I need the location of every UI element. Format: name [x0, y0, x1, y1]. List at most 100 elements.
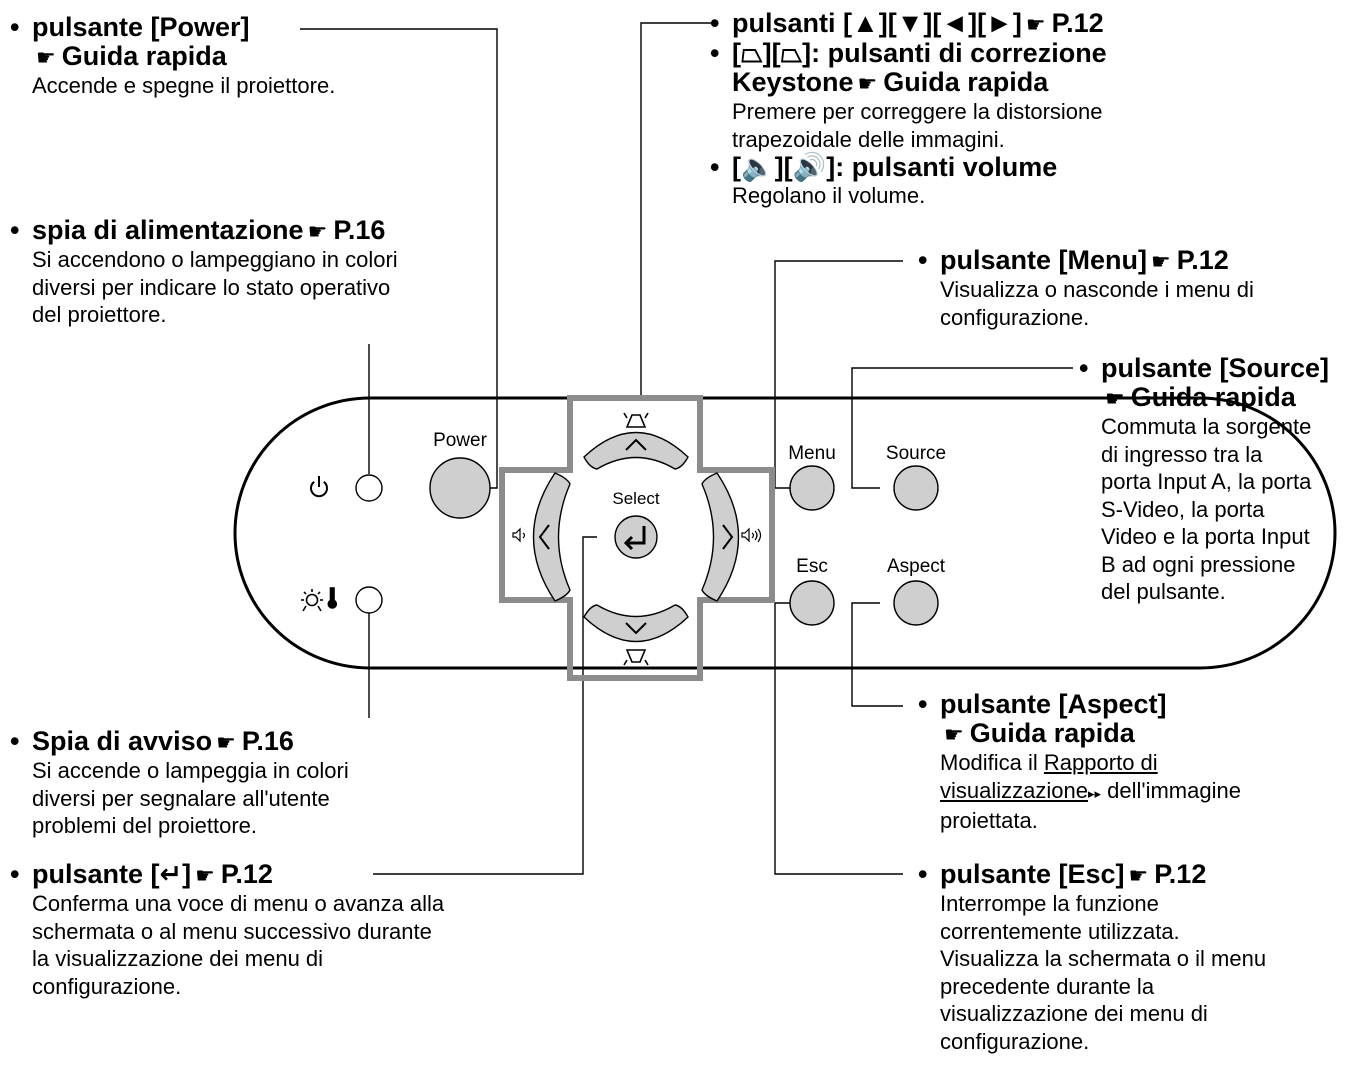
glossary-marker-icon: ▸▸	[1087, 785, 1102, 801]
power-callout-title: pulsante [Power]	[32, 12, 250, 42]
source-desc-line: S-Video, la porta	[1101, 496, 1265, 522]
enter-callout-title: pulsante [↵]	[32, 859, 192, 889]
enter-desc-line: schermata o al menu successivo durante	[32, 918, 432, 944]
warning-light-callout-ref[interactable]: P.16	[241, 726, 294, 756]
right-button[interactable]	[701, 472, 740, 602]
esc-callout-title: pulsante [Esc]	[940, 859, 1125, 889]
esc-desc-line: visualizzazione dei menu di	[940, 1001, 1208, 1026]
enter-desc-line: Conferma una voce di menu o avanza alla	[32, 891, 445, 916]
lamp-temperature-icon	[301, 587, 338, 612]
volume-up-icon	[741, 527, 762, 543]
enter-callout-ref[interactable]: P.12	[220, 859, 273, 889]
power-light	[355, 474, 383, 502]
source-desc-line: di ingresso tra la	[1101, 441, 1263, 467]
source-label: Source	[886, 443, 946, 464]
leader-power	[300, 28, 498, 489]
pointing-hand-icon: ☛	[944, 722, 964, 747]
source-desc-line: B ad ogni pressione	[1101, 551, 1296, 577]
pointing-hand-icon: ☛	[1151, 249, 1171, 274]
arrows-callout-ref[interactable]: P.12	[1051, 8, 1104, 38]
menu-label: Menu	[788, 443, 836, 464]
aspect-desc-part: Modifica il	[940, 750, 1044, 775]
aspect-callout-desc: Modifica il Rapporto di visualizzazione▸…	[918, 749, 1298, 835]
pointing-hand-icon: ☛	[857, 71, 878, 96]
menu-desc-line: configurazione.	[940, 304, 1090, 330]
chevron-down-icon	[625, 622, 647, 635]
down-button[interactable]	[583, 604, 689, 643]
chevron-right-icon	[722, 524, 734, 550]
callout-power-light: •spia di alimentazione☛P.16 Si accendono…	[10, 215, 398, 328]
callout-aspect: •pulsante [Aspect] ☛Guida rapida Modific…	[918, 690, 1298, 835]
pointing-hand-icon: ☛	[1025, 12, 1046, 37]
cross-pad-frame	[499, 395, 775, 681]
pointing-hand-icon: ☛	[1128, 863, 1149, 888]
esc-desc-line: configurazione.	[940, 1028, 1090, 1054]
menu-callout-title: pulsante [Menu]	[940, 245, 1147, 275]
power-light-desc-line: diversi per indicare lo stato operativo	[32, 274, 391, 300]
power-light-callout-title: spia di alimentazione	[32, 215, 304, 245]
pointing-hand-icon: ☛	[195, 863, 215, 888]
volume-callout-title: [🔈][🔊]: pulsanti volume	[732, 152, 1058, 182]
pointing-hand-icon: ☛	[36, 45, 56, 70]
warning-light-desc-line: problemi del proiettore.	[32, 813, 258, 838]
esc-button[interactable]	[789, 580, 835, 626]
power-light-callout-ref[interactable]: P.16	[333, 215, 386, 245]
pointing-hand-icon: ☛	[216, 730, 236, 755]
volume-down-icon	[512, 527, 526, 543]
up-button[interactable]	[583, 431, 689, 470]
menu-button[interactable]	[789, 465, 835, 511]
menu-callout-ref[interactable]: P.12	[1176, 245, 1229, 275]
enter-arrow-icon	[623, 526, 646, 551]
select-button[interactable]	[614, 515, 658, 559]
leader-source	[851, 367, 1073, 489]
aspect-callout-title: pulsante [Aspect]	[940, 689, 1167, 719]
keystone-callout-ref[interactable]: Guida rapida	[883, 67, 1049, 97]
keystone-desc-line: Premere per correggere la distorsione	[732, 99, 1103, 124]
callout-arrows: •pulsanti [▲][▼][◄][►]☛P.12 •[⏢][⏢]: pul…	[710, 8, 1107, 209]
esc-desc-line: Interrompe la funzione	[940, 891, 1159, 916]
leader-menu	[774, 260, 903, 489]
power-button[interactable]	[429, 457, 491, 519]
source-callout-ref[interactable]: Guida rapida	[1130, 382, 1296, 412]
power-icon	[310, 476, 328, 498]
keystone-callout-title: [⏢][⏢]: pulsanti di correzione	[732, 38, 1107, 68]
source-desc-line: Commuta la sorgente	[1101, 414, 1312, 439]
volume-callout-desc: Regolano il volume.	[732, 183, 926, 208]
source-button[interactable]	[893, 465, 939, 511]
power-callout-ref[interactable]: Guida rapida	[61, 41, 227, 71]
arrows-callout-title: pulsanti [▲][▼][◄][►]	[732, 8, 1022, 38]
leader-arrows	[640, 22, 718, 398]
callout-menu: •pulsante [Menu]☛P.12 Visualizza o nasco…	[918, 245, 1254, 330]
chevron-up-icon	[625, 438, 647, 451]
esc-desc-line: precedente durante la	[940, 973, 1155, 999]
keystone-callout-title-2: Keystone	[732, 67, 854, 97]
enter-desc-line: la visualizzazione dei menu di	[32, 946, 324, 971]
left-button[interactable]	[532, 472, 571, 602]
source-desc-line: Video e la porta Input	[1101, 524, 1310, 549]
leader-enter	[373, 536, 597, 875]
power-label: Power	[433, 430, 488, 451]
warning-light-desc-line: diversi per segnalare all'utente	[32, 785, 330, 811]
power-light-desc-line: del proiettore.	[32, 302, 167, 327]
leader-esc	[774, 602, 903, 875]
aspect-button[interactable]	[893, 580, 939, 626]
aspect-ratio-link[interactable]: Rapporto di visualizzazione	[940, 750, 1158, 803]
callout-source: •pulsante [Source] ☛Guida rapida Commuta…	[1079, 353, 1330, 605]
source-callout-title: pulsante [Source]	[1101, 353, 1330, 383]
source-desc-line: porta Input A, la porta	[1101, 469, 1312, 494]
aspect-callout-ref[interactable]: Guida rapida	[969, 718, 1135, 748]
power-callout-desc: Accende e spegne il proiettore.	[32, 73, 336, 98]
callout-enter: •pulsante [↵]☛P.12 Conferma una voce di …	[10, 859, 445, 999]
warning-light-desc-line: Si accende o lampeggia in colori	[32, 758, 349, 783]
enter-desc-line: configurazione.	[32, 973, 182, 999]
keystone-bottom-icon	[623, 649, 649, 666]
callout-power: •pulsante [Power] ☛Guida rapida Accende …	[10, 12, 336, 99]
menu-desc-line: Visualizza o nasconde i menu di	[940, 277, 1254, 302]
esc-desc-line: Visualizza la schermata o il menu	[940, 946, 1267, 971]
pointing-hand-icon: ☛	[1105, 386, 1125, 411]
esc-label: Esc	[796, 556, 828, 577]
aspect-label: Aspect	[887, 556, 946, 577]
chevron-left-icon	[538, 524, 550, 550]
esc-callout-ref[interactable]: P.12	[1154, 859, 1207, 889]
